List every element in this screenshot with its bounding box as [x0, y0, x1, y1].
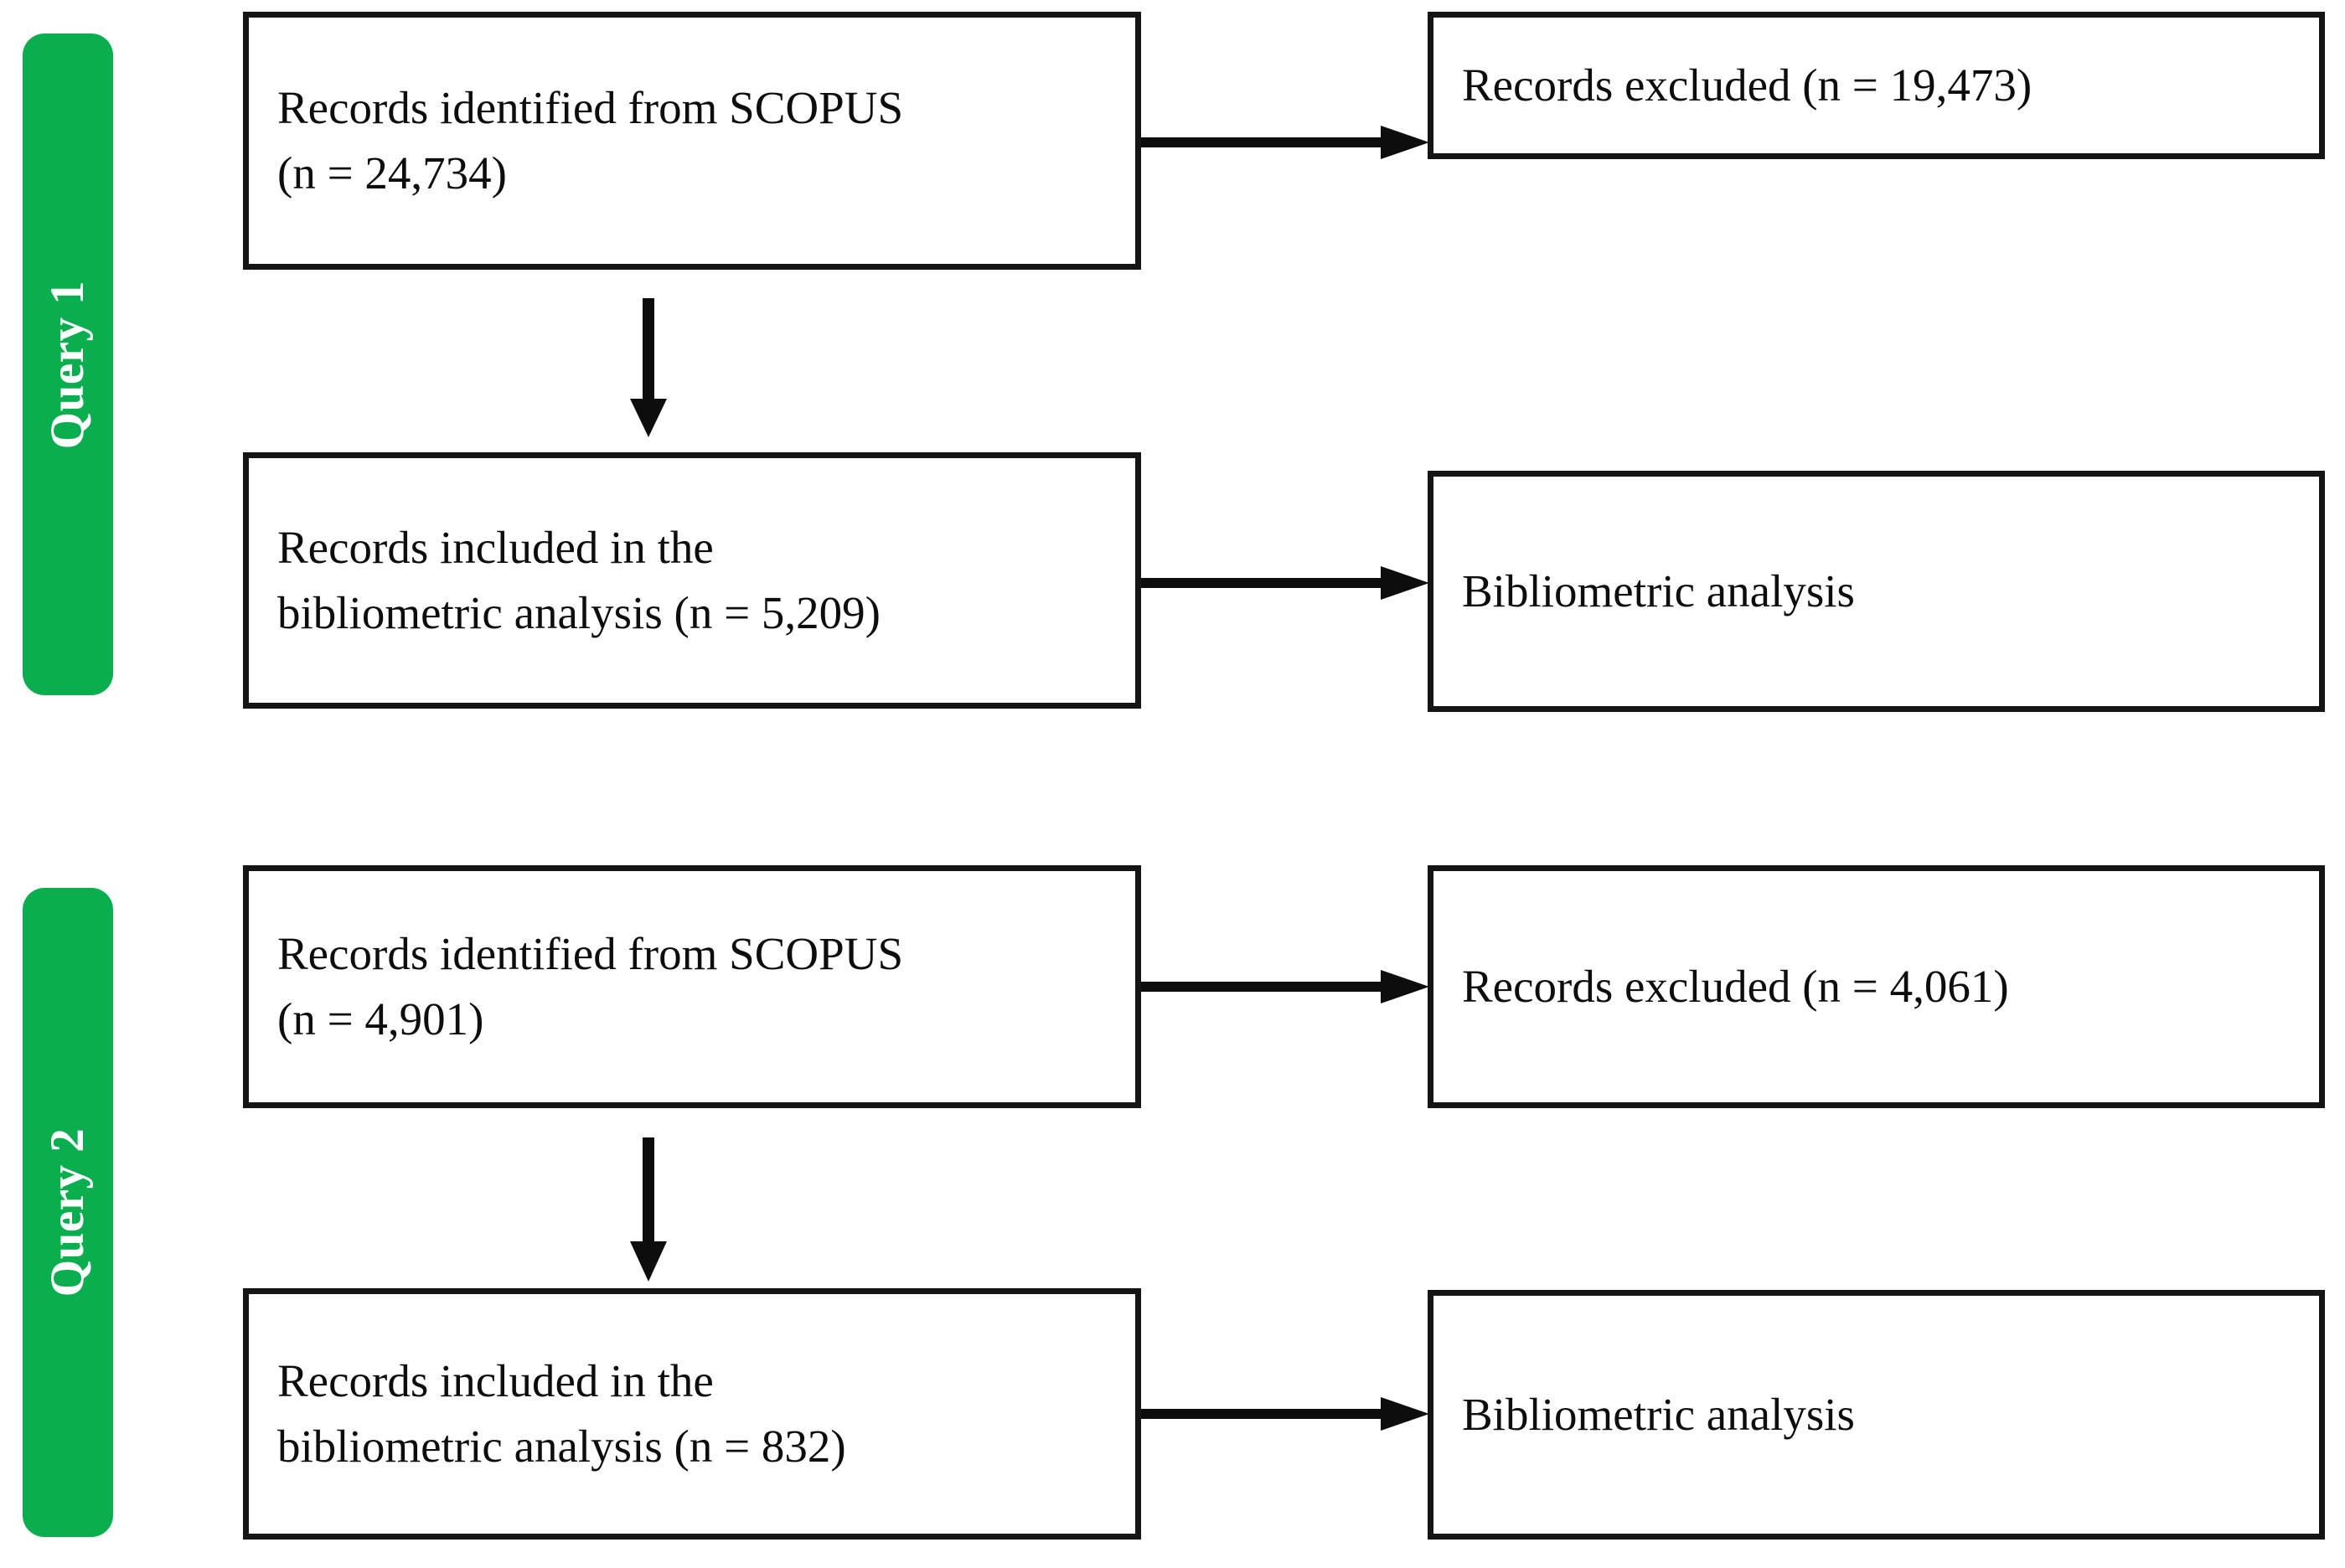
box-query1-excluded: Records excluded (n = 19,473) [1428, 12, 2325, 159]
box-query2-identified-text: Records identified from SCOPUS (n = 4,90… [277, 927, 904, 1044]
arrow-query2-included-to-analysis [1141, 1397, 1429, 1431]
box-query1-identified: Records identified from SCOPUS (n = 24,7… [243, 12, 1141, 270]
arrow-query1-included-to-analysis [1141, 566, 1429, 600]
arrow-down-icon-query1 [630, 298, 667, 437]
query-band-1-label: Query 1 [41, 280, 95, 449]
box-query2-excluded: Records excluded (n = 4,061) [1428, 865, 2325, 1108]
box-query2-bibliometric-analysis: Bibliometric analysis [1428, 1290, 2325, 1540]
query-band-1: Query 1 [23, 34, 113, 695]
query-band-2: Query 2 [23, 888, 113, 1537]
box-query2-included: Records included in the bibliometric ana… [243, 1288, 1141, 1540]
box-query1-bibliometric-analysis: Bibliometric analysis [1428, 471, 2325, 712]
box-query1-excluded-text: Records excluded (n = 19,473) [1462, 59, 2033, 111]
box-query2-excluded-text: Records excluded (n = 4,061) [1462, 960, 2009, 1012]
box-query1-identified-text: Records identified from SCOPUS (n = 24,7… [277, 81, 904, 199]
box-query1-included: Records included in the bibliometric ana… [243, 452, 1141, 709]
box-query1-included-text: Records included in the bibliometric ana… [277, 521, 881, 638]
arrow-query1-identified-to-excluded [1141, 126, 1429, 159]
box-query2-included-text: Records included in the bibliometric ana… [277, 1354, 846, 1472]
box-query2-bibliometric-analysis-text: Bibliometric analysis [1462, 1388, 1855, 1440]
arrow-down-icon-query2 [630, 1137, 667, 1282]
arrow-query2-identified-to-excluded [1141, 970, 1429, 1003]
box-query2-identified: Records identified from SCOPUS (n = 4,90… [243, 865, 1141, 1108]
box-query1-bibliometric-analysis-text: Bibliometric analysis [1462, 565, 1855, 616]
query-band-2-label: Query 2 [41, 1127, 95, 1297]
